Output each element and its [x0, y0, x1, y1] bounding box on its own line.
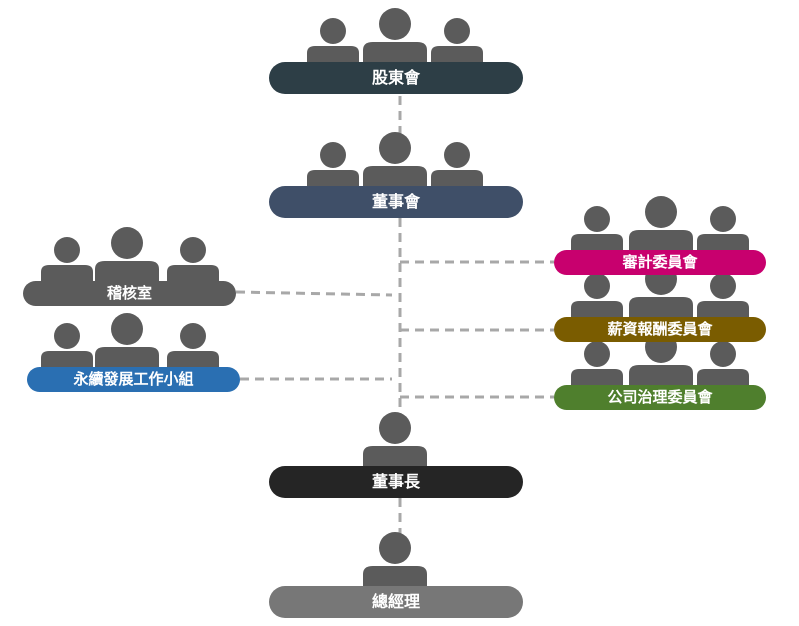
people-icon-audit-committee [571, 196, 749, 250]
node-sustainability-task-force: 永續發展工作小組 [27, 367, 240, 392]
people-icon-audit [41, 227, 219, 281]
person-icon-president [363, 532, 427, 586]
people-icon-shareholders [307, 8, 483, 62]
node-audit-office: 稽核室 [23, 281, 236, 306]
node-governance-committee: 公司治理委員會 [554, 385, 766, 410]
person-icon-chairman [363, 412, 427, 466]
node-chairman: 董事長 [269, 466, 523, 498]
connector-audit [235, 290, 393, 297]
people-icon-board [307, 132, 483, 186]
node-board: 董事會 [269, 186, 523, 218]
node-president: 總經理 [269, 586, 523, 618]
node-audit-committee: 審計委員會 [554, 250, 766, 275]
node-compensation-committee: 薪資報酬委員會 [554, 317, 766, 342]
node-shareholders: 股東會 [269, 62, 523, 94]
connector-lines [235, 96, 554, 540]
people-icon-sustainability [41, 313, 219, 367]
